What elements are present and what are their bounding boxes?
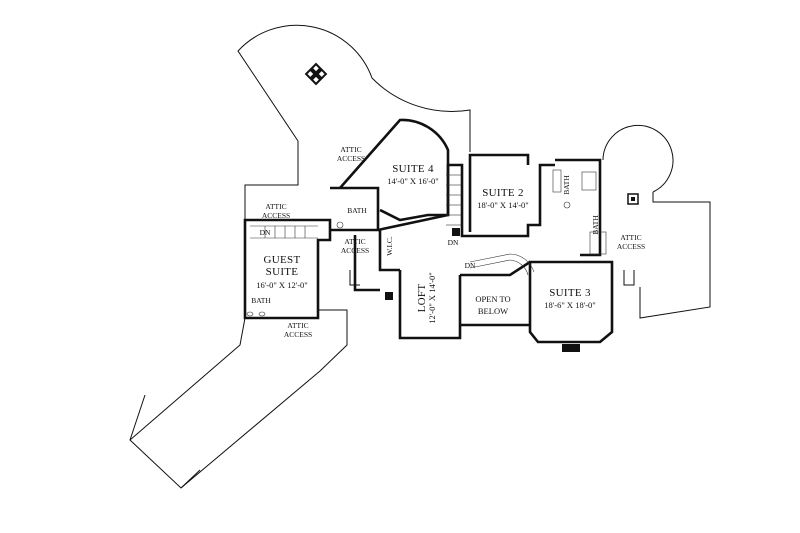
attic-access-3-l2: ACCESS	[341, 246, 369, 255]
bath-label-guest: BATH	[251, 296, 271, 305]
attic-access-1-l1: ATTIC	[340, 145, 361, 154]
attic-access-2-l2: ACCESS	[262, 211, 290, 220]
stair-dn-3: DN	[465, 261, 476, 270]
loft-label: LOFT	[416, 284, 428, 313]
bath-label-suite3: BATH	[591, 215, 600, 235]
open-to-below-2: BELOW	[478, 306, 508, 316]
attic-access-1-l2: ACCESS	[337, 154, 365, 163]
stair-dn-1: DN	[260, 228, 271, 237]
loft-dim: 12'-0" X 14'-0"	[427, 272, 437, 324]
wic-label: W.I.C.	[385, 236, 394, 256]
suite2-label: SUITE 2	[482, 187, 524, 199]
open-to-below-1: OPEN TO	[475, 294, 510, 304]
suite2-dim: 18'-0" X 14'-0"	[477, 200, 529, 210]
guest-dim: 16'-0" X 12'-0"	[256, 280, 308, 290]
attic-access-2-l1: ATTIC	[265, 202, 286, 211]
staircases	[250, 174, 535, 276]
suite4-dim: 14'-0" X 16'-0"	[387, 176, 439, 186]
attic-access-4-l2: ACCESS	[284, 330, 312, 339]
guest-label-1: GUEST	[264, 254, 301, 266]
stair-dn-2: DN	[448, 238, 459, 247]
attic-access-5-l2: ACCESS	[617, 242, 645, 251]
attic-markers	[349, 270, 635, 286]
roof-outline	[129, 24, 711, 489]
wic-group: W.I.C.	[385, 236, 394, 256]
suite4-label: SUITE 4	[392, 163, 434, 175]
suite3-label: SUITE 3	[549, 287, 591, 299]
bath-label-suite2: BATH	[562, 175, 571, 195]
suite3-dim: 18'-6" X 18'-0"	[544, 300, 596, 310]
bath-label-suite4: BATH	[347, 206, 367, 215]
loft-group: LOFT 12'-0" X 14'-0"	[416, 272, 437, 324]
bath-fixtures	[246, 169, 607, 317]
crest-ornament-icon	[304, 62, 328, 86]
attic-access-3-l1: ATTIC	[344, 237, 365, 246]
attic-access-4-l1: ATTIC	[287, 321, 308, 330]
attic-access-5-l1: ATTIC	[620, 233, 641, 242]
guest-label-2: SUITE	[266, 266, 299, 278]
fireplaces	[385, 193, 639, 352]
